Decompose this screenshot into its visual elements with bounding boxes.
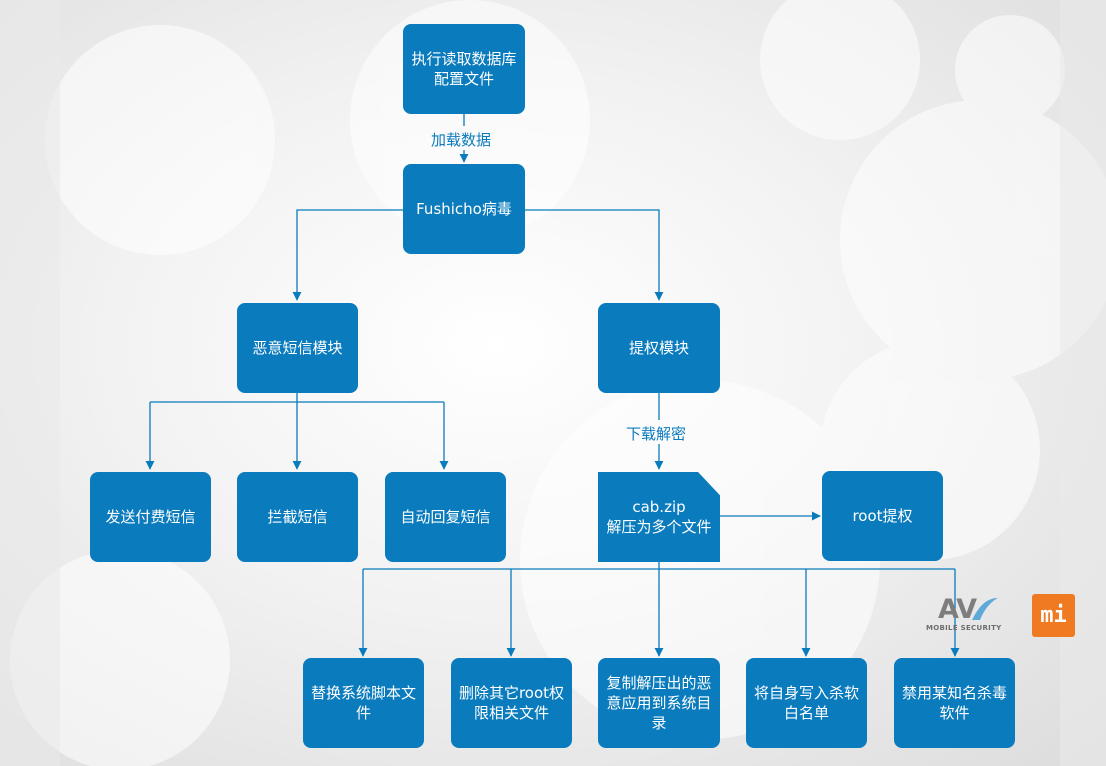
av-mobile-security-logo: AV MOBILE SECURITY	[924, 594, 1008, 638]
node-auto-reply-sms: 自动回复短信	[385, 472, 506, 562]
node-cab-zip-line1: cab.zip	[632, 498, 686, 516]
node-block-sms: 拦截短信	[237, 472, 358, 562]
av-logo-subtext: MOBILE SECURITY	[926, 624, 1002, 632]
node-root-module-label: 提权模块	[628, 339, 689, 357]
node-replace-scripts-label: 替换系统脚本文件	[310, 684, 416, 722]
edge-label-download-decrypt: 下载解密	[626, 425, 687, 443]
node-whitelist: 将自身写入杀软白名单	[746, 658, 867, 748]
node-read-config: 执行读取数据库配置文件	[403, 24, 525, 114]
node-cab-zip-line2: 解压为多个文件	[606, 518, 712, 536]
node-cab-zip: cab.zip 解压为多个文件	[598, 472, 720, 562]
node-root-module: 提权模块	[598, 303, 720, 393]
node-delete-root-files: 删除其它root权限相关文件	[451, 658, 572, 748]
node-auto-reply-sms-label: 自动回复短信	[400, 508, 491, 526]
edge-virus-to-root	[525, 209, 664, 301]
node-root-privilege-label: root提权	[852, 507, 913, 525]
node-virus: Fushicho病毒	[403, 164, 525, 254]
node-send-paid-sms-label: 发送付费短信	[105, 508, 196, 526]
node-whitelist-label: 将自身写入杀软白名单	[753, 684, 859, 722]
mi-logo-text: mi	[1040, 603, 1067, 628]
mi-logo: mi	[1032, 594, 1075, 637]
node-disable-av: 禁用某知名杀毒软件	[894, 658, 1015, 748]
node-virus-label: Fushicho病毒	[416, 200, 512, 218]
node-sms-module: 恶意短信模块	[237, 303, 358, 393]
node-block-sms-label: 拦截短信	[267, 508, 328, 526]
av-swoosh-icon	[972, 598, 998, 620]
node-read-config-label: 执行读取数据库配置文件	[411, 50, 517, 88]
node-send-paid-sms: 发送付费短信	[90, 472, 211, 562]
node-disable-av-label: 禁用某知名杀毒软件	[901, 684, 1007, 722]
node-sms-module-label: 恶意短信模块	[252, 339, 343, 357]
av-logo-text: AV	[938, 594, 977, 625]
edge-label-load-data: 加载数据	[431, 131, 492, 149]
node-delete-root-files-label: 删除其它root权限相关文件	[458, 684, 565, 722]
node-copy-apps: 复制解压出的恶意应用到系统目录	[598, 658, 720, 748]
node-copy-apps-label: 复制解压出的恶意应用到系统目录	[606, 674, 712, 732]
node-replace-scripts: 替换系统脚本文件	[303, 658, 424, 748]
node-root-privilege: root提权	[822, 471, 943, 561]
edge-virus-to-sms	[292, 209, 403, 301]
